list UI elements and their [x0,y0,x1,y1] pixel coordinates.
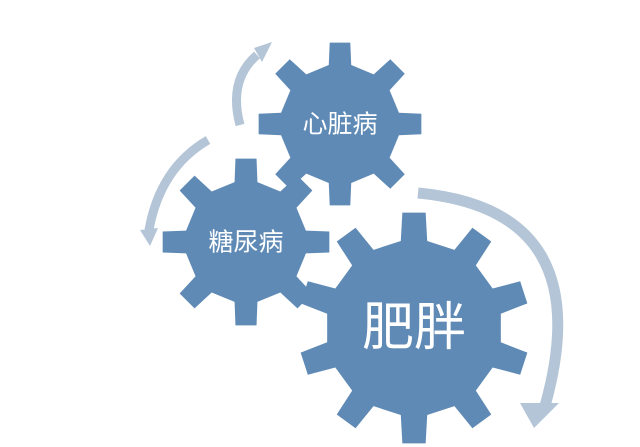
gear-diabetes: 糖尿病 [162,158,330,326]
gear-obesity-label: 肥胖 [362,298,466,358]
gear-heart-disease: 心脏病 [258,42,422,206]
gear-diabetes-shape [162,158,330,326]
gear-diabetes-label: 糖尿病 [208,228,283,257]
cycle-arrow-middle [140,136,211,246]
cycle-arrow-large [417,187,564,428]
gear-obesity: 肥胖 [300,212,528,444]
gear-obesity-shape [300,212,528,444]
cycle-arrow-top [232,42,272,127]
gear-heart-disease-shape [258,42,422,206]
gear-heart-disease-label: 心脏病 [302,110,377,139]
